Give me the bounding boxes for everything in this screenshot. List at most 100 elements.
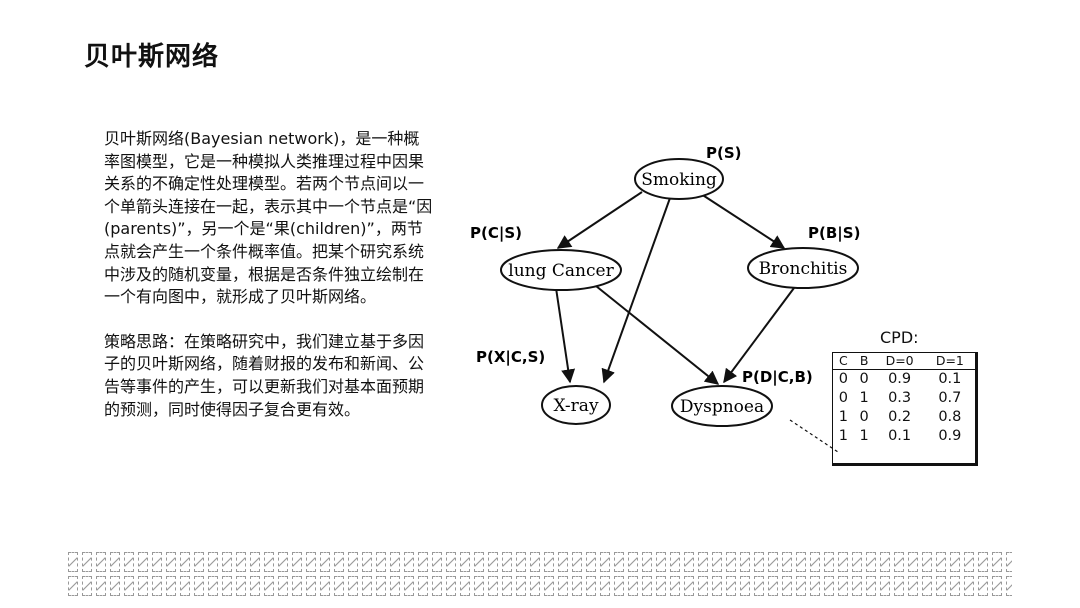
footer-pattern-tile [208, 552, 218, 572]
footer-pattern-tile [964, 552, 974, 572]
cpd-table: C B D=0 D=1 0 0 0.9 0.1 0 1 0.3 0.7 1 0 [833, 353, 975, 446]
footer-pattern-tile [138, 576, 148, 596]
footer-pattern-tile [726, 576, 736, 596]
footer-pattern-tile [376, 576, 386, 596]
footer-pattern-tile [558, 552, 568, 572]
decorative-footer-band [68, 552, 1012, 596]
footer-pattern-tile [614, 576, 624, 596]
footer-pattern-tile [390, 576, 400, 596]
slide-title: 贝叶斯网络 [84, 42, 220, 72]
footer-pattern-tile [250, 552, 260, 572]
footer-pattern-tile [782, 552, 792, 572]
footer-pattern-tile [208, 576, 218, 596]
footer-pattern-tile [362, 576, 372, 596]
footer-pattern-tile [586, 576, 596, 596]
footer-pattern-tile [936, 576, 946, 596]
footer-pattern-tile [894, 552, 904, 572]
strategy-paragraph: 策略思路：在策略研究中，我们建立基于多因子的贝叶斯网络，随着财报的发布和新闻、公… [104, 331, 425, 419]
footer-pattern-tile [516, 552, 526, 572]
footer-pattern-tile [852, 576, 862, 596]
footer-pattern-tile [880, 576, 890, 596]
footer-pattern-tile [348, 552, 358, 572]
cpd-cell: 0 [859, 409, 869, 425]
description-text: 贝叶斯网络(Bayesian network)，是一种概率图模型，它是一种模拟人… [104, 128, 434, 443]
footer-pattern-tile [82, 552, 92, 572]
footer-pattern-tile [684, 552, 694, 572]
footer-pattern-tile [320, 576, 330, 596]
footer-pattern-tile [810, 576, 820, 596]
bronchitis-label: Bronchitis [759, 259, 848, 279]
footer-pattern-tile [488, 552, 498, 572]
prob-b-given-s-label: P(B|S) [808, 224, 860, 243]
footer-pattern-tile [740, 576, 750, 596]
footer-pattern-tile [530, 576, 540, 596]
dyspnoea-node [671, 385, 773, 427]
footer-pattern-tile [68, 576, 78, 596]
footer-pattern-tile [432, 576, 442, 596]
footer-band-row [68, 552, 1012, 572]
footer-pattern-tile [194, 576, 204, 596]
footer-pattern-tile [712, 552, 722, 572]
footer-pattern-tile [236, 552, 246, 572]
footer-pattern-tile [782, 576, 792, 596]
cpd-cell: 1 [838, 409, 848, 425]
cpd-cell: 0 [838, 390, 848, 406]
footer-pattern-tile [712, 576, 722, 596]
footer-pattern-tile [642, 552, 652, 572]
cpd-cell: 0.9 [888, 371, 912, 387]
prob-x-given-cs-label: P(X|C,S) [476, 348, 545, 367]
footer-pattern-tile [628, 576, 638, 596]
edge-bronchitis-dyspnoea [723, 287, 795, 384]
cpd-table-box: C B D=0 D=1 0 0 0.9 0.1 0 1 0.3 0.7 1 0 [832, 352, 978, 466]
footer-pattern-tile [152, 576, 162, 596]
footer-pattern-tile [124, 552, 134, 572]
bayesian-network-diagram: Smoking lung Cancer Bronchitis X-ray Dys… [460, 130, 1000, 480]
footer-pattern-tile [446, 576, 456, 596]
cpd-row: 0 1 0.3 0.7 [833, 389, 975, 408]
footer-pattern-tile [334, 552, 344, 572]
footer-pattern-tile [110, 576, 120, 596]
footer-pattern-tile [264, 576, 274, 596]
prob-c-given-s-label: P(C|S) [470, 224, 522, 243]
footer-pattern-tile [908, 552, 918, 572]
smoking-node [634, 158, 724, 200]
footer-pattern-tile [446, 552, 456, 572]
cpd-cell: 0 [838, 371, 848, 387]
edge-smoking-bronchitis [697, 191, 786, 249]
cpd-cell: 1 [859, 428, 869, 444]
footer-pattern-tile [82, 576, 92, 596]
cpd-leader-line [789, 419, 839, 453]
footer-pattern-tile [222, 576, 232, 596]
footer-pattern-tile [950, 552, 960, 572]
footer-pattern-tile [768, 552, 778, 572]
footer-pattern-tile [166, 576, 176, 596]
footer-pattern-tile [866, 576, 876, 596]
edge-smoking-xray [601, 197, 671, 384]
footer-pattern-tile [950, 576, 960, 596]
footer-pattern-tile [404, 576, 414, 596]
edge-cancer-dyspnoea [595, 285, 720, 385]
footer-pattern-tile [292, 576, 302, 596]
footer-pattern-tile [474, 576, 484, 596]
footer-pattern-tile [418, 552, 428, 572]
smoking-label: Smoking [641, 170, 717, 190]
footer-pattern-tile [992, 576, 1002, 596]
footer-band-row [68, 576, 1012, 596]
cpd-cell: 0.1 [938, 371, 962, 387]
edge-cancer-xray [555, 287, 576, 384]
footer-pattern-tile [348, 576, 358, 596]
cpd-cell: 0 [859, 371, 869, 387]
footer-pattern-tile [180, 552, 190, 572]
footer-pattern-tile [838, 552, 848, 572]
footer-pattern-tile [600, 576, 610, 596]
cpd-header-b: B [853, 353, 875, 370]
footer-pattern-tile [824, 552, 834, 572]
footer-pattern-tile [936, 552, 946, 572]
footer-pattern-tile [68, 552, 78, 572]
footer-pattern-tile [1006, 552, 1012, 572]
footer-pattern-tile [292, 552, 302, 572]
footer-pattern-tile [166, 552, 176, 572]
footer-pattern-tile [866, 552, 876, 572]
bayesian-definition-paragraph: 贝叶斯网络(Bayesian network)，是一种概率图模型，它是一种模拟人… [104, 129, 433, 307]
footer-pattern-tile [488, 576, 498, 596]
